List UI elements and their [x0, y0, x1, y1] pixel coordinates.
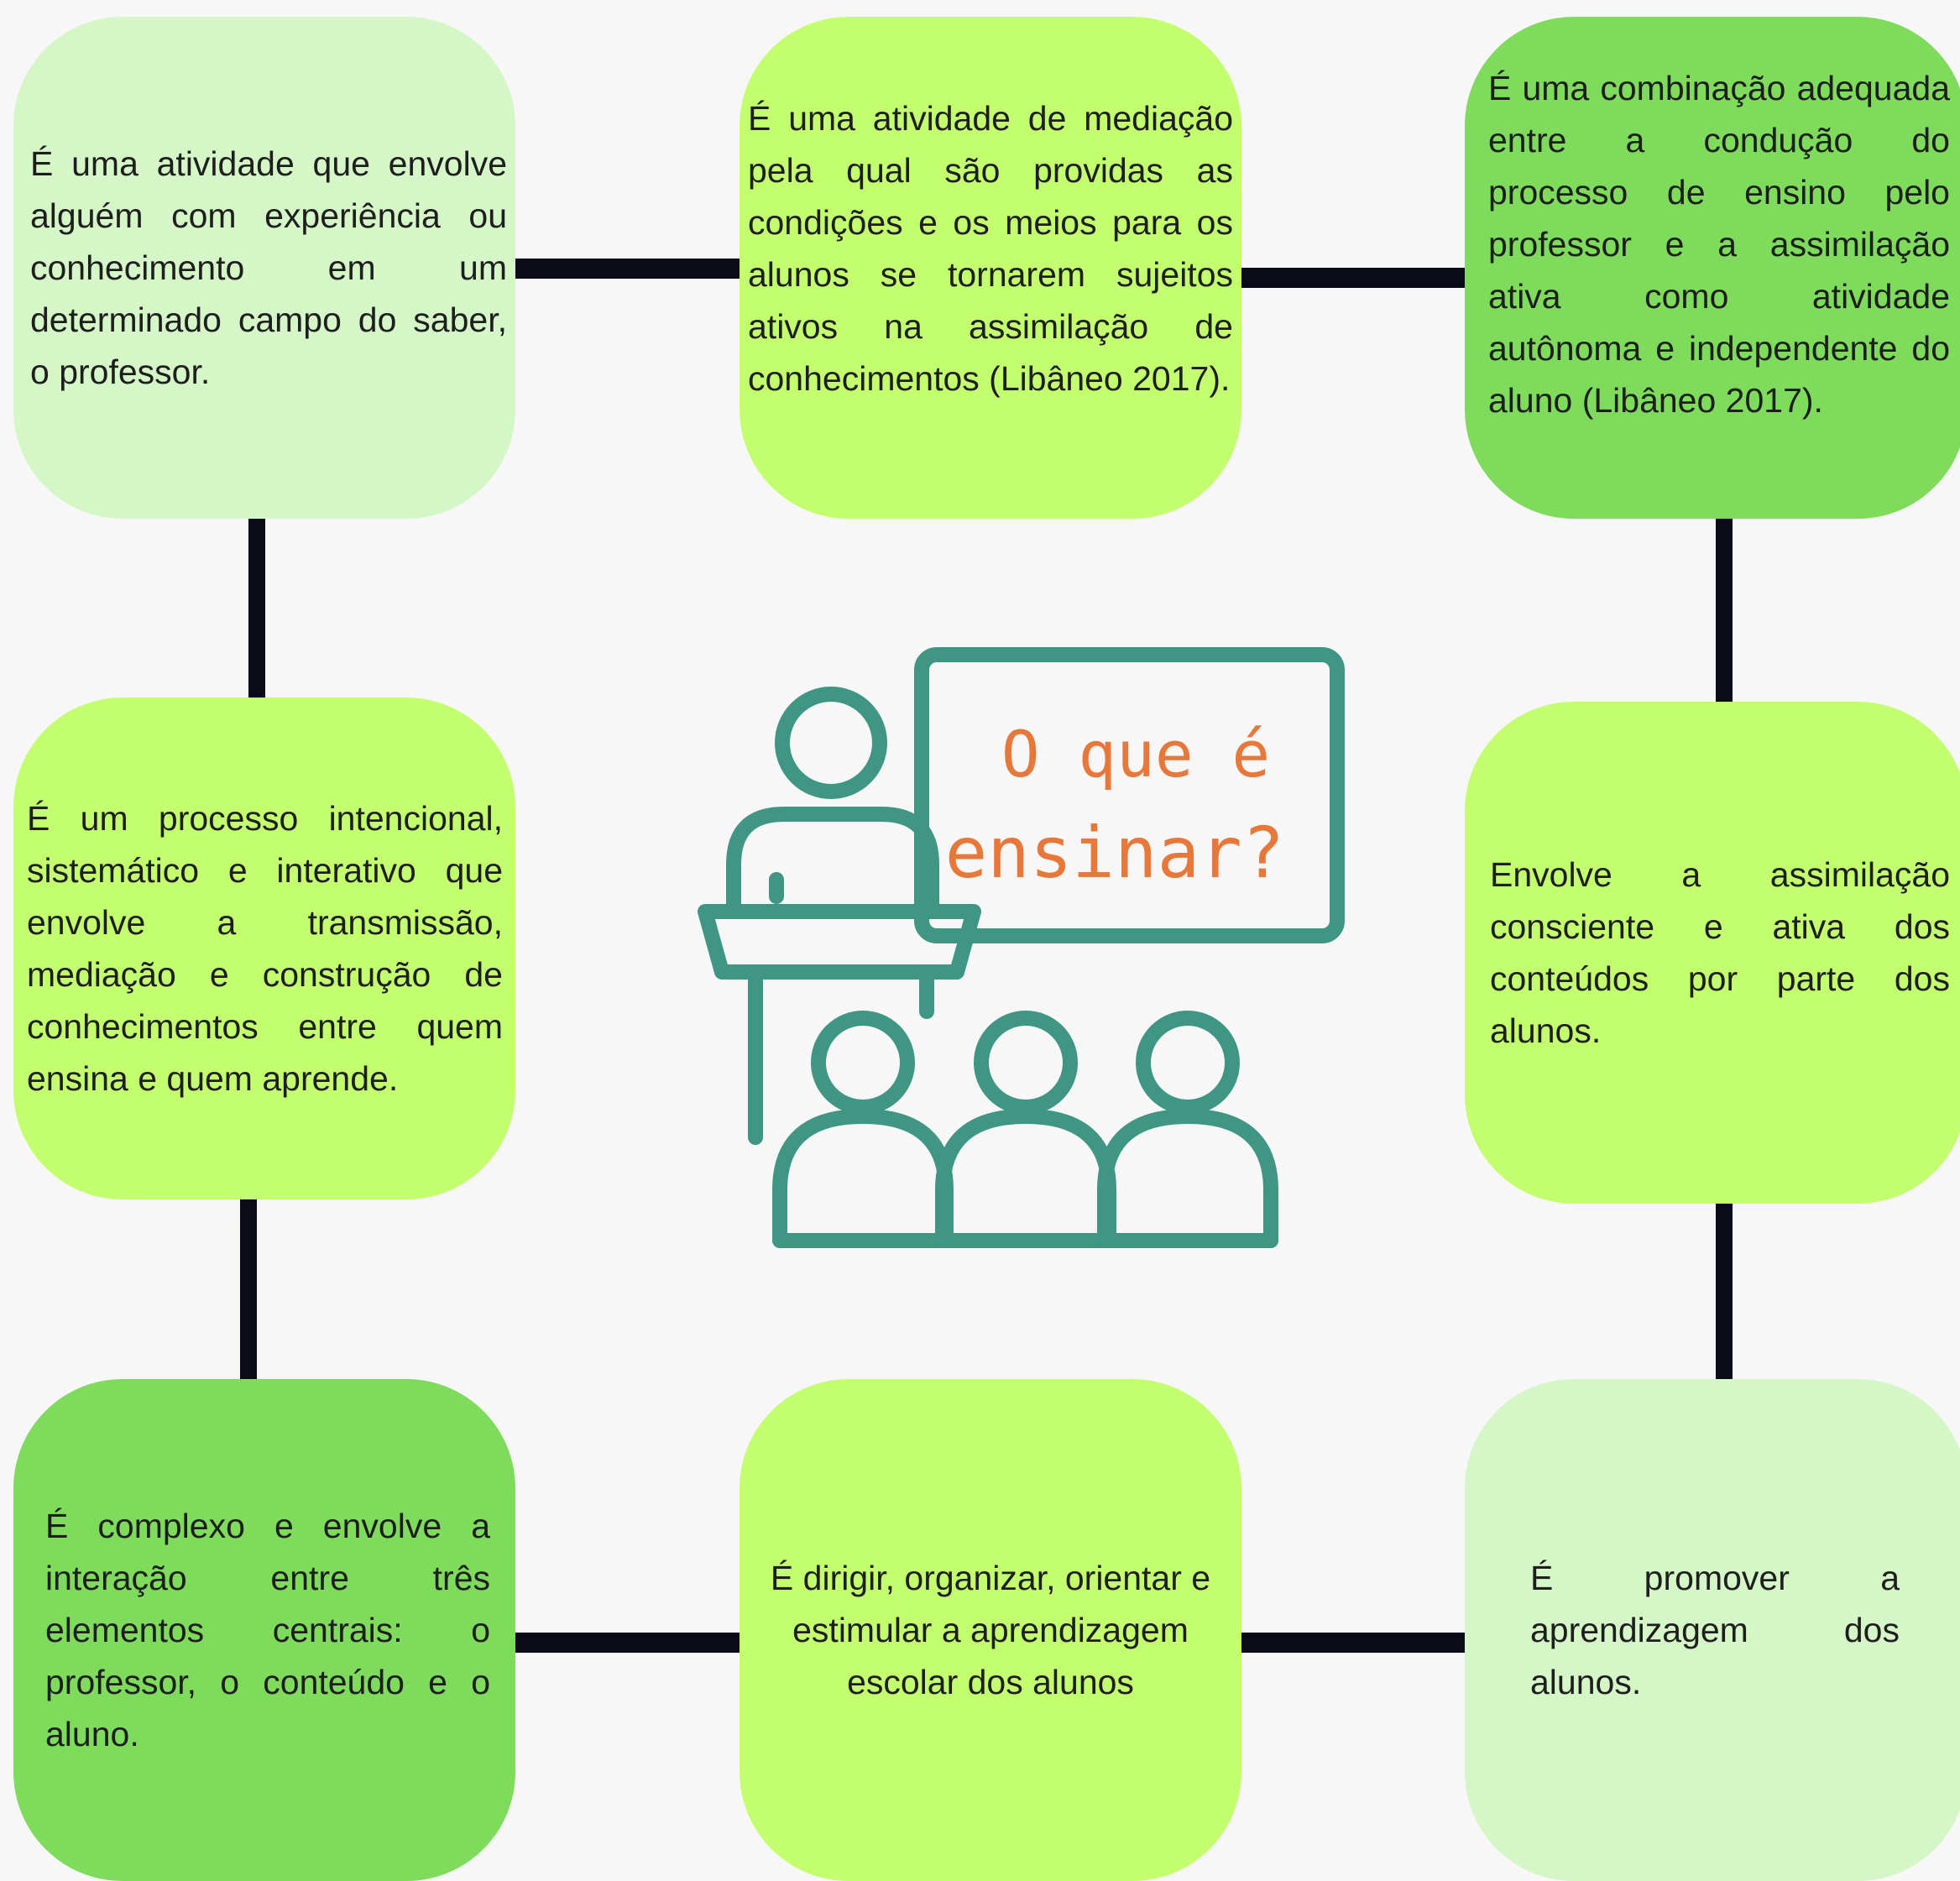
student-head-icon [974, 1011, 1078, 1115]
diagram-title-line1: O que é [1001, 717, 1270, 792]
teacher-presenting-to-students-icon: O que é ensinar? [698, 647, 1345, 1248]
definition-card: É uma atividade de mediação pela qual sã… [740, 17, 1241, 519]
definition-text: É uma atividade que envolve alguém com e… [30, 144, 507, 391]
student-body-icon [772, 1109, 954, 1248]
connector-line [514, 259, 742, 279]
definition-card: É um processo intencional, sistemático e… [13, 698, 515, 1199]
definition-card: É promover a aprendizagem dos alunos. [1465, 1379, 1960, 1881]
student-head-icon [1136, 1011, 1240, 1115]
definition-text: É um processo intencional, sistemático e… [27, 799, 503, 1098]
connector-line [248, 514, 265, 700]
student-body-icon [935, 1109, 1116, 1248]
definition-text: É dirigir, organizar, orientar e estimul… [770, 1559, 1211, 1701]
connector-line [1240, 1633, 1467, 1653]
whiteboard-icon [914, 647, 1345, 943]
teacher-head-icon [775, 687, 887, 799]
definition-card: Envolve a assimilação consciente e ativa… [1465, 702, 1960, 1204]
connector-line [1240, 268, 1467, 288]
connector-line [1716, 517, 1733, 704]
teacher-body-icon [726, 807, 939, 914]
definition-text: É promover a aprendizagem dos alunos. [1530, 1559, 1900, 1701]
definition-text: Envolve a assimilação consciente e ativa… [1490, 855, 1950, 1050]
connector-line [514, 1633, 742, 1653]
definition-text: É uma atividade de mediação pela qual sã… [748, 99, 1233, 398]
definition-text: É uma combinação adequada entre a conduç… [1488, 69, 1950, 420]
diagram-title-line2: ensinar? [945, 812, 1285, 894]
student-head-icon [811, 1011, 915, 1115]
definition-card: É complexo e envolve a interação entre t… [13, 1379, 515, 1881]
definition-card: É uma atividade que envolve alguém com e… [13, 17, 515, 519]
definition-text: É complexo e envolve a interação entre t… [45, 1507, 490, 1753]
connector-line [1716, 1200, 1733, 1382]
lectern-icon [698, 904, 981, 980]
definition-card: É uma combinação adequada entre a conduç… [1465, 17, 1960, 519]
definition-card: É dirigir, organizar, orientar e estimul… [740, 1379, 1241, 1881]
student-body-icon [1097, 1109, 1278, 1248]
connector-line [240, 1196, 257, 1382]
